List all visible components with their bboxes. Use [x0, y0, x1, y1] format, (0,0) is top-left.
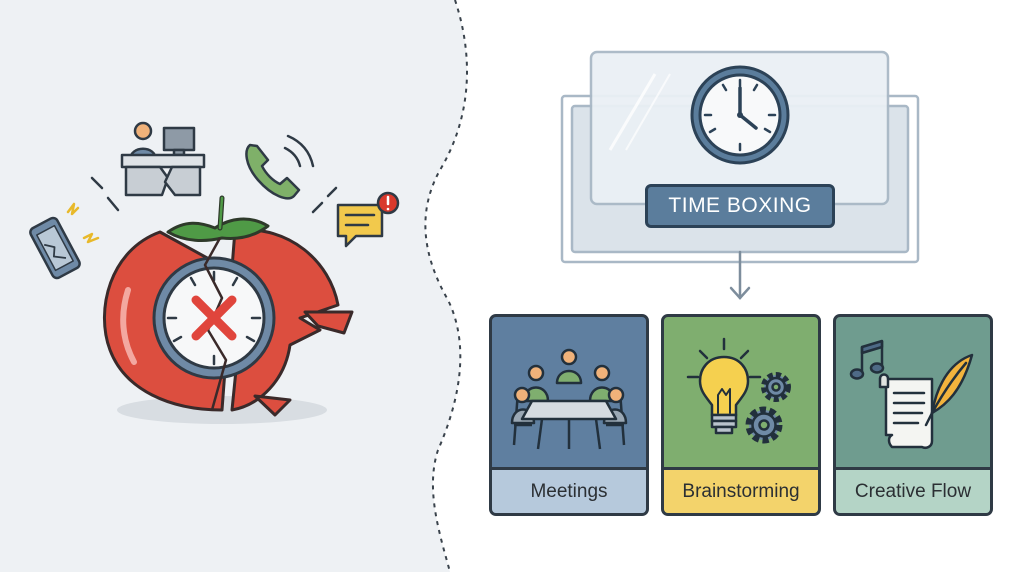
- ringing-phone-icon: [245, 134, 315, 200]
- brainstorming-label: Brainstorming: [664, 467, 818, 513]
- meetings-label: Meetings: [492, 467, 646, 513]
- quill-scroll-icon: [878, 353, 974, 449]
- meeting-table-icon: [510, 348, 628, 450]
- worker-at-desk-icon: [120, 121, 206, 197]
- gears-icon: [745, 372, 791, 444]
- distraction-lines: [90, 176, 338, 214]
- music-note-icon: [849, 339, 885, 380]
- lightbulb-icon: [686, 337, 762, 435]
- creative-flow-label: Creative Flow: [836, 467, 990, 513]
- down-arrow-icon: [729, 250, 751, 300]
- broken-smartphone-icon: [29, 202, 100, 280]
- card-creative-flow: Creative Flow: [833, 314, 993, 516]
- card-brainstorming: Brainstorming: [661, 314, 821, 516]
- clock-icon: [690, 65, 790, 165]
- card-meetings: Meetings: [489, 314, 649, 516]
- brainstorming-art: [686, 337, 791, 444]
- time-boxing-label: TIME BOXING: [645, 184, 835, 228]
- x-mark-icon: [191, 295, 237, 341]
- alert-message-icon: [336, 191, 400, 248]
- creative-flow-art: [849, 339, 974, 449]
